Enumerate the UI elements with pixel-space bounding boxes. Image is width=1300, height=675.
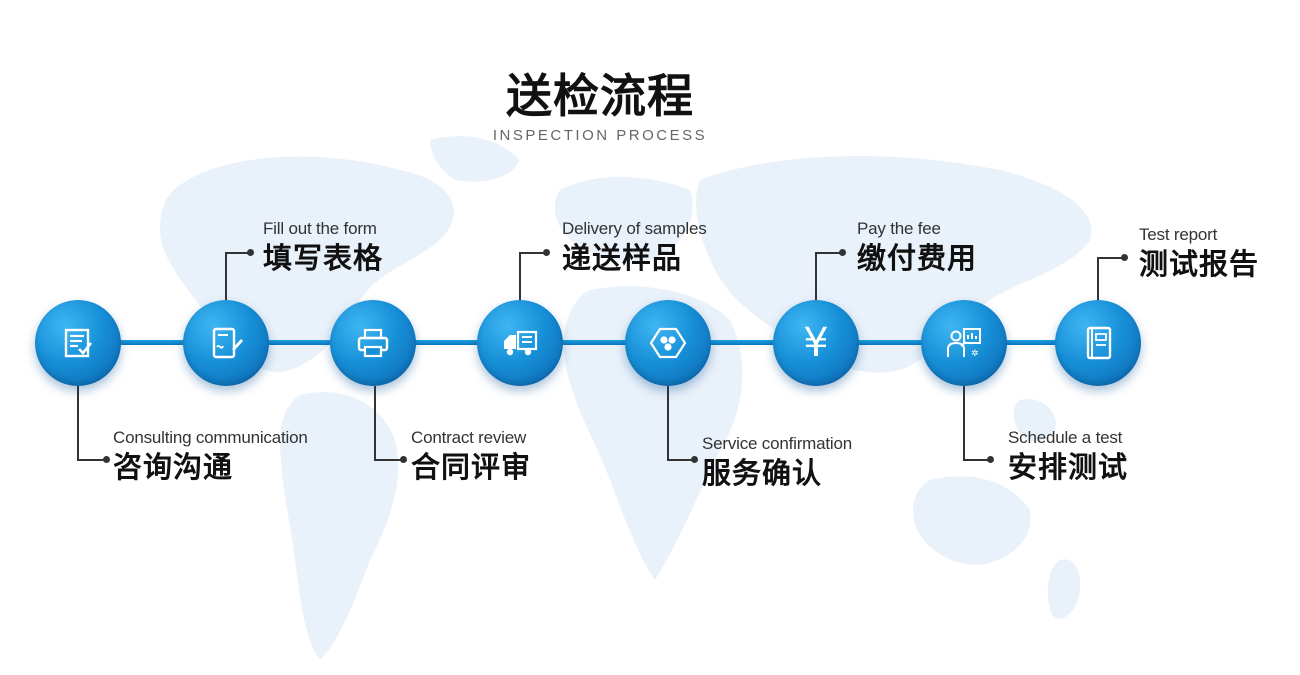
step-en-label: Delivery of samples (562, 219, 707, 238)
step-node-service-confirmation (625, 300, 711, 386)
form-check-icon (64, 328, 93, 358)
step-en-label: Contract review (411, 428, 527, 447)
step-cn-label: 合同评审 (411, 450, 532, 484)
pen-document-icon (212, 327, 243, 359)
hexagon-dots-icon (649, 327, 687, 359)
step-cn-label: 缴付费用 (857, 241, 978, 275)
step-node-pay-fee: ¥ (773, 300, 859, 386)
page-subtitle: INSPECTION PROCESS (492, 127, 708, 144)
step-cn-label: 安排测试 (1008, 450, 1129, 484)
step-cn-label: 咨询沟通 (113, 450, 234, 484)
timeline-line (60, 340, 1100, 345)
step-cn-label: 填写表格 (263, 241, 384, 275)
step-node-test-report (1055, 300, 1141, 386)
step-label-contract-review: Contract review 合同评审 (411, 427, 531, 485)
step-label-consulting: Consulting communication 咨询沟通 (113, 427, 308, 485)
step-node-delivery (477, 300, 563, 386)
step-label-schedule-test: Schedule a test 安排测试 (1008, 427, 1128, 485)
step-cn-label: 递送样品 (562, 241, 683, 275)
step-node-contract-review (330, 300, 416, 386)
svg-text:✲: ✲ (971, 349, 979, 359)
step-node-schedule-test: ✲ (921, 300, 1007, 386)
step-en-label: Test report (1139, 225, 1218, 244)
step-label-test-report: Test report 测试报告 (1139, 224, 1259, 282)
presenter-board-icon: ✲ (947, 328, 981, 359)
page-title: 送检流程 (506, 69, 694, 123)
delivery-truck-icon (504, 330, 538, 356)
step-en-label: Schedule a test (1008, 428, 1123, 447)
step-en-label: Fill out the form (263, 219, 377, 238)
step-en-label: Pay the fee (857, 219, 941, 238)
step-cn-label: 服务确认 (702, 456, 823, 490)
step-node-fill-form (183, 300, 269, 386)
step-label-fill-form: Fill out the form 填写表格 (263, 218, 383, 276)
step-node-consulting (35, 300, 121, 386)
yen-icon: ¥ (803, 320, 829, 366)
step-cn-label: 测试报告 (1139, 247, 1260, 281)
step-label-pay-fee: Pay the fee 缴付费用 (857, 218, 977, 276)
step-en-label: Consulting communication (113, 428, 308, 447)
step-label-delivery: Delivery of samples 递送样品 (562, 218, 707, 276)
step-en-label: Service confirmation (702, 434, 853, 453)
step-label-service-confirmation: Service confirmation 服务确认 (702, 433, 852, 491)
report-book-icon (1086, 326, 1112, 360)
printer-icon (357, 328, 389, 358)
